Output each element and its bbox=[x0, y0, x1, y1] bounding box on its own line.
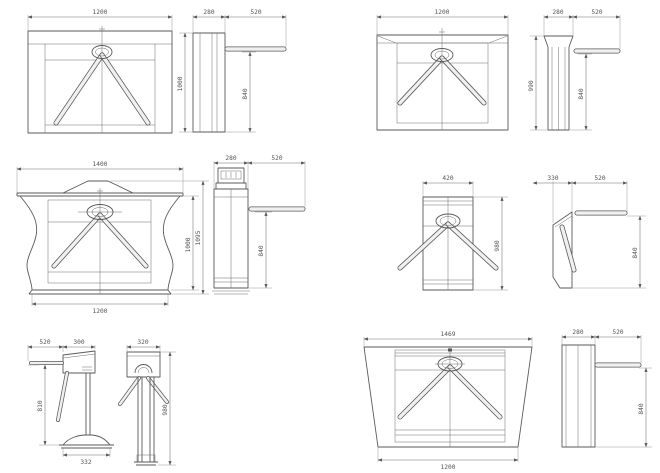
figure-3-curved-turnstile: 1400 1200 1000 1095 280 520 840 bbox=[16, 155, 306, 315]
figure-5-pedestal-turnstile: 520 300 810 332 320 980 bbox=[27, 339, 176, 466]
f5-dim-height: 980 bbox=[162, 404, 169, 415]
f1-dim-height: 1000 bbox=[177, 76, 184, 91]
f5-dim-arm-length: 520 bbox=[39, 339, 50, 346]
f3-side-view bbox=[212, 167, 306, 295]
f3-dim-arm-height: 840 bbox=[258, 245, 265, 256]
figure-6-trapezoid-turnstile: 1469 1200 280 520 840 bbox=[363, 329, 652, 471]
f1-dim-arm-length: 520 bbox=[250, 9, 261, 16]
figure-4-slim-turnstile: 420 980 330 520 840 bbox=[397, 175, 646, 291]
f2-dim-side-depth: 280 bbox=[552, 9, 563, 16]
f5-dimensions: 520 300 810 332 320 980 bbox=[27, 339, 176, 466]
f1-dim-side-depth: 280 bbox=[203, 9, 214, 16]
f6-dim-arm-length: 520 bbox=[612, 329, 623, 336]
f4-dim-side-depth: 330 bbox=[547, 175, 558, 182]
f4-dim-front-width: 420 bbox=[442, 175, 453, 182]
f3-dim-arm-length: 520 bbox=[271, 155, 282, 162]
f5-front-view bbox=[118, 351, 169, 466]
f6-front-view bbox=[363, 346, 533, 448]
f4-dim-arm-length: 520 bbox=[594, 175, 605, 182]
figure-1-box-turnstile: 1200 280 520 1000 840 bbox=[27, 9, 287, 134]
f4-dim-arm-height: 840 bbox=[632, 247, 639, 258]
f6-dimensions: 1469 1200 280 520 840 bbox=[363, 329, 652, 471]
f6-dim-arm-height: 840 bbox=[638, 403, 645, 414]
f4-dim-height: 980 bbox=[494, 240, 501, 251]
f1-side-view bbox=[192, 32, 287, 133]
f5-side-view bbox=[29, 350, 114, 449]
f2-front-view bbox=[376, 28, 509, 131]
f5-dim-base-width: 332 bbox=[80, 459, 91, 466]
f2-dim-height: 990 bbox=[528, 80, 535, 91]
f4-dimensions: 420 980 330 520 840 bbox=[422, 175, 646, 291]
f3-dim-total-height: 1095 bbox=[195, 230, 202, 245]
figure-2-chamfer-turnstile: 1200 280 520 990 840 bbox=[376, 9, 621, 131]
f2-dim-arm-length: 520 bbox=[591, 9, 602, 16]
f6-dim-bottom-width: 1200 bbox=[441, 464, 456, 471]
f1-front-view bbox=[27, 26, 173, 134]
f3-dim-inner-height: 1000 bbox=[185, 237, 192, 252]
f3-dim-bottom-width: 1200 bbox=[93, 308, 108, 315]
f3-dim-top-width: 1400 bbox=[93, 161, 108, 168]
f2-dimensions: 1200 280 520 990 840 bbox=[376, 9, 621, 131]
f1-dimensions: 1200 280 520 1000 840 bbox=[27, 9, 287, 133]
f3-dimensions: 1400 1200 1000 1095 280 520 840 bbox=[16, 155, 306, 315]
f6-side-view bbox=[561, 344, 642, 448]
f4-front-view bbox=[397, 196, 499, 291]
f2-dim-front-width: 1200 bbox=[435, 9, 450, 16]
f6-dim-side-depth: 280 bbox=[572, 329, 583, 336]
f5-dim-front-width: 320 bbox=[137, 339, 148, 346]
f5-dim-head-depth: 300 bbox=[73, 339, 84, 346]
f4-side-view bbox=[552, 210, 628, 289]
f2-side-view bbox=[543, 35, 621, 131]
f3-dim-side-depth: 280 bbox=[225, 155, 236, 162]
f1-dim-arm-height: 840 bbox=[242, 88, 249, 99]
f3-front-view bbox=[16, 180, 184, 295]
f5-dim-arm-height: 810 bbox=[37, 400, 44, 411]
f6-dim-top-width: 1469 bbox=[441, 331, 456, 338]
f1-dim-front-width: 1200 bbox=[93, 9, 108, 16]
f2-dim-arm-height: 840 bbox=[578, 88, 585, 99]
